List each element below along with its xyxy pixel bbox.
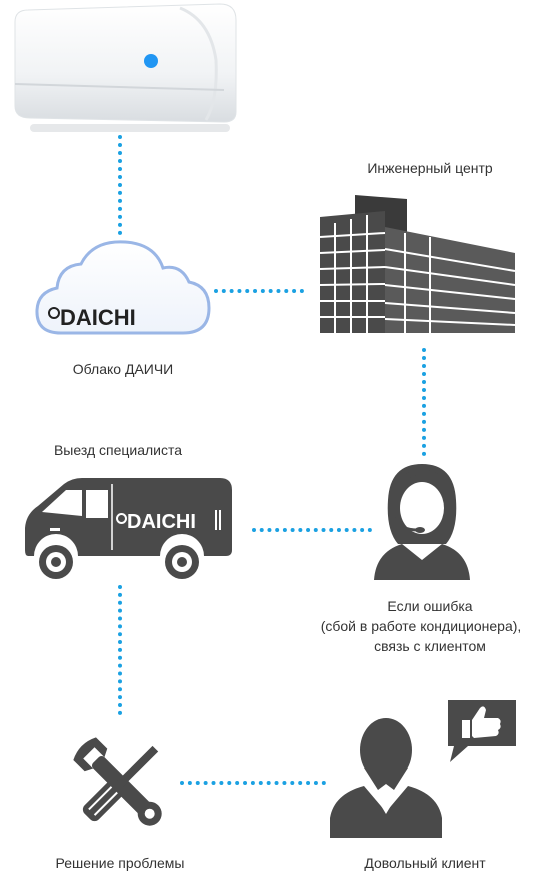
connector-tools-to-client [180,781,326,785]
operator-headset-icon [372,460,472,582]
connector-cloud-to-engineering [214,289,304,293]
van-logo-text: DAICHI [127,511,196,533]
ac-led-indicator [144,54,158,68]
connector-van-to-tools [118,585,122,715]
logo-ring-icon [48,307,60,319]
building-icon [315,193,520,338]
cloud-label: Облако ДАИЧИ [72,361,174,377]
tools-icon [64,728,176,840]
logo-ring-icon [116,513,127,524]
connector-engineering-to-operator [422,348,426,456]
connector-ac-to-cloud [118,135,122,235]
problem-solving-label: Решение проблемы [55,855,185,871]
specialist-visit-label: Выезд специалиста [53,442,183,458]
error-line-1: Если ошибка [387,598,473,614]
engineering-center-label: Инженерный центр [367,160,493,176]
cloud-logo-text: DAICHI [60,305,136,330]
happy-client-label: Довольный клиент [364,855,486,871]
error-line-3: связь с клиентом [374,638,486,654]
cloud-icon [33,238,213,338]
connector-operator-to-van [252,528,372,532]
error-line-2: (сбой в работе кондиционера), [320,618,522,634]
air-conditioner-image [10,0,240,135]
thumbs-up-bubble-icon [444,696,520,766]
cloud-logo: DAICHI [48,305,136,331]
van-logo: DAICHI [116,511,196,534]
van-icon [20,470,240,582]
client-person-icon [328,708,444,838]
